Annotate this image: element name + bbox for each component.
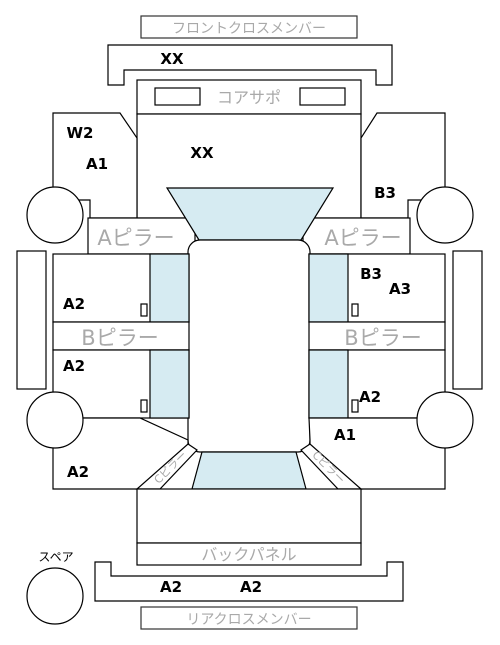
b-pillar-left-label: Bピラー bbox=[81, 326, 158, 350]
right-rear-door-code: A2 bbox=[359, 388, 381, 406]
front-right-fender[interactable] bbox=[360, 112, 446, 219]
left-front-door-code: A2 bbox=[63, 295, 85, 313]
right-rear-window[interactable] bbox=[308, 349, 349, 419]
front-left-wheel[interactable] bbox=[26, 186, 84, 244]
a-pillar-right-label: Aピラー bbox=[324, 226, 401, 250]
front-left-upper-code: W2 bbox=[67, 124, 94, 142]
rear-member-left-code: A2 bbox=[160, 578, 182, 596]
right-front-window[interactable] bbox=[308, 253, 349, 323]
rear-cross-member-box bbox=[140, 606, 358, 630]
a-pillar-left[interactable] bbox=[87, 217, 196, 255]
left-side-step[interactable] bbox=[16, 250, 47, 390]
front-cross-member[interactable] bbox=[107, 44, 393, 86]
left-front-window[interactable] bbox=[149, 253, 190, 323]
rear-member-right-code: A2 bbox=[240, 578, 262, 596]
roof[interactable] bbox=[187, 239, 311, 453]
rear-left-wheel[interactable] bbox=[26, 391, 84, 449]
rear-right-quarter-code: A1 bbox=[334, 426, 356, 444]
back-panel[interactable] bbox=[136, 542, 362, 566]
core-support-right-slot bbox=[299, 87, 346, 106]
b-pillar-right-label: Bピラー bbox=[344, 326, 421, 350]
front-right-wheel[interactable] bbox=[416, 186, 474, 244]
right-front-door-bottom-code: A3 bbox=[389, 280, 411, 298]
core-support-left-slot bbox=[154, 87, 201, 106]
front-cross-member-label: フロントクロスメンバー bbox=[172, 21, 326, 37]
a-pillar-left-label: Aピラー bbox=[97, 226, 174, 250]
front-right-code: B3 bbox=[374, 184, 396, 202]
front-left-lower-code: A1 bbox=[86, 155, 108, 173]
trunk[interactable] bbox=[136, 488, 362, 544]
right-side-step[interactable] bbox=[452, 250, 483, 390]
spare-tire[interactable] bbox=[26, 567, 84, 625]
spare-label: スペア bbox=[38, 550, 73, 564]
left-front-door-handle bbox=[140, 303, 148, 317]
front-cross-member-box bbox=[140, 15, 358, 39]
left-rear-door-handle bbox=[140, 399, 148, 413]
rear-cross-member-label: リアクロスメンバー bbox=[186, 612, 311, 628]
right-front-door-top-code: B3 bbox=[360, 265, 382, 283]
core-support-label: コアサポ bbox=[217, 88, 281, 107]
left-rear-door-code: A2 bbox=[63, 357, 85, 375]
b-pillar-left[interactable] bbox=[52, 321, 190, 351]
rear-left-quarter-code: A2 bbox=[67, 463, 89, 481]
left-rear-window[interactable] bbox=[149, 349, 190, 419]
back-panel-label: バックパネル bbox=[201, 545, 296, 564]
hood-code: XX bbox=[190, 144, 214, 162]
b-pillar-right[interactable] bbox=[308, 321, 446, 351]
rear-window[interactable] bbox=[191, 451, 307, 490]
rear-cross-member[interactable] bbox=[94, 561, 404, 602]
right-front-door-handle bbox=[351, 303, 359, 317]
right-rear-door-handle bbox=[351, 399, 359, 413]
rear-right-wheel[interactable] bbox=[416, 391, 474, 449]
front-member-code: XX bbox=[160, 50, 184, 68]
